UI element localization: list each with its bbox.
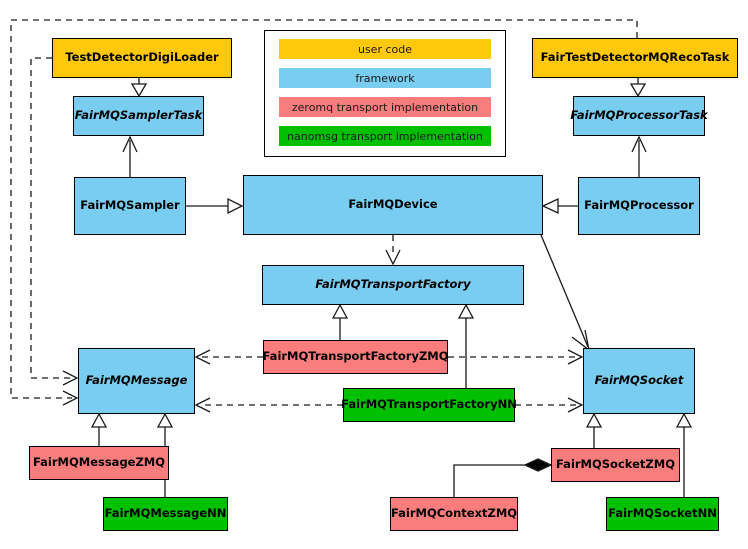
class-label: FairMQDevice — [348, 197, 438, 212]
edge-socketzmq-to-socket — [585, 412, 603, 448]
edge-factorynn-to-socket — [515, 397, 584, 413]
class-node-fairmqsampler[interactable]: FairMQSampler — [74, 177, 186, 235]
edge-messagezmq-to-message — [90, 412, 108, 446]
class-node-fairmqsamplertask[interactable]: FairMQSamplerTask — [73, 96, 204, 136]
edge-factoryzmq-to-socket — [448, 349, 584, 365]
class-node-fairtestdetectormqrecotask[interactable]: FairTestDetectorMQRecoTask — [532, 38, 738, 78]
edge-factorynn-to-message — [194, 397, 343, 413]
legend-label-framework: framework — [355, 71, 415, 85]
edge-contextzmq-to-socketzmq — [453, 458, 553, 497]
class-label: FairMQSocket — [594, 373, 684, 388]
legend-item-framework: framework — [279, 68, 491, 88]
edge-recotask-to-processortask — [629, 78, 647, 98]
legend-label-zeromq: zeromq transport implementation — [291, 100, 479, 114]
edge-digiloader-to-samplertask — [130, 78, 148, 98]
class-label: TestDetectorDigiLoader — [65, 50, 219, 65]
class-label: FairMQSocketZMQ — [556, 457, 675, 472]
edge-digiloader-to-message — [30, 57, 79, 386]
class-node-fairmqtransportfactoryzmq[interactable]: FairMQTransportFactoryZMQ — [262, 340, 449, 374]
class-node-fairmqmessage[interactable]: FairMQMessage — [78, 348, 195, 414]
edge-processor-to-device — [541, 197, 578, 215]
class-label: FairMQProcessor — [584, 198, 694, 213]
class-label: FairMQContextZMQ — [390, 506, 518, 521]
legend-label-user-code: user code — [357, 42, 413, 56]
class-node-fairmqmessagenn[interactable]: FairMQMessageNN — [103, 497, 228, 531]
edge-factoryzmq-to-factory — [331, 303, 349, 340]
class-label: FairMQMessage — [85, 373, 188, 388]
class-label: FairMQProcessorTask — [570, 108, 708, 123]
edge-processor-to-processortask — [631, 135, 647, 177]
legend-item-nanomsg: nanomsg transport implementation — [279, 126, 491, 146]
legend-item-zeromq: zeromq transport implementation — [279, 97, 491, 117]
class-node-fairmqtransportfactorynn[interactable]: FairMQTransportFactoryNN — [341, 388, 517, 422]
legend: user code framework zeromq transport imp… — [264, 30, 506, 157]
class-label: FairMQSamplerTask — [74, 108, 203, 123]
class-label: FairMQTransportFactoryNN — [341, 397, 517, 412]
edge-sampler-to-device — [186, 197, 244, 215]
class-label: FairTestDetectorMQRecoTask — [540, 50, 730, 65]
class-node-fairmqsocketzmq[interactable]: FairMQSocketZMQ — [551, 448, 680, 482]
class-node-fairmqprocessor[interactable]: FairMQProcessor — [578, 177, 700, 235]
class-node-fairmqdevice[interactable]: FairMQDevice — [243, 175, 543, 235]
class-label: FairMQSampler — [80, 198, 180, 213]
class-node-fairmqsocketnn[interactable]: FairMQSocketNN — [606, 497, 719, 531]
edge-device-to-socket — [540, 234, 590, 352]
class-node-fairmqmessagezmq[interactable]: FairMQMessageZMQ — [29, 446, 169, 480]
class-label: FairMQTransportFactory — [315, 277, 471, 292]
class-label: FairMQSocketNN — [608, 506, 717, 521]
edge-device-to-transportfactory — [385, 235, 401, 266]
legend-label-nanomsg: nanomsg transport implementation — [287, 129, 483, 143]
class-node-fairmqsocket[interactable]: FairMQSocket — [583, 348, 695, 414]
class-node-fairmqtransportfactory[interactable]: FairMQTransportFactory — [262, 265, 524, 305]
class-label: FairMQMessageZMQ — [32, 455, 166, 470]
legend-item-user-code: user code — [279, 39, 491, 59]
class-node-fairmqcontextzmq[interactable]: FairMQContextZMQ — [390, 497, 518, 531]
class-node-fairmqprocessortask[interactable]: FairMQProcessorTask — [570, 96, 708, 136]
edge-factorynn-to-factory — [457, 303, 475, 388]
edge-factoryzmq-to-message — [194, 349, 263, 365]
edge-sampler-to-samplertask — [122, 135, 138, 177]
class-label: FairMQMessageNN — [104, 506, 227, 521]
class-label: FairMQTransportFactoryZMQ — [262, 349, 449, 364]
class-node-testdetectordigiloader[interactable]: TestDetectorDigiLoader — [52, 38, 232, 78]
